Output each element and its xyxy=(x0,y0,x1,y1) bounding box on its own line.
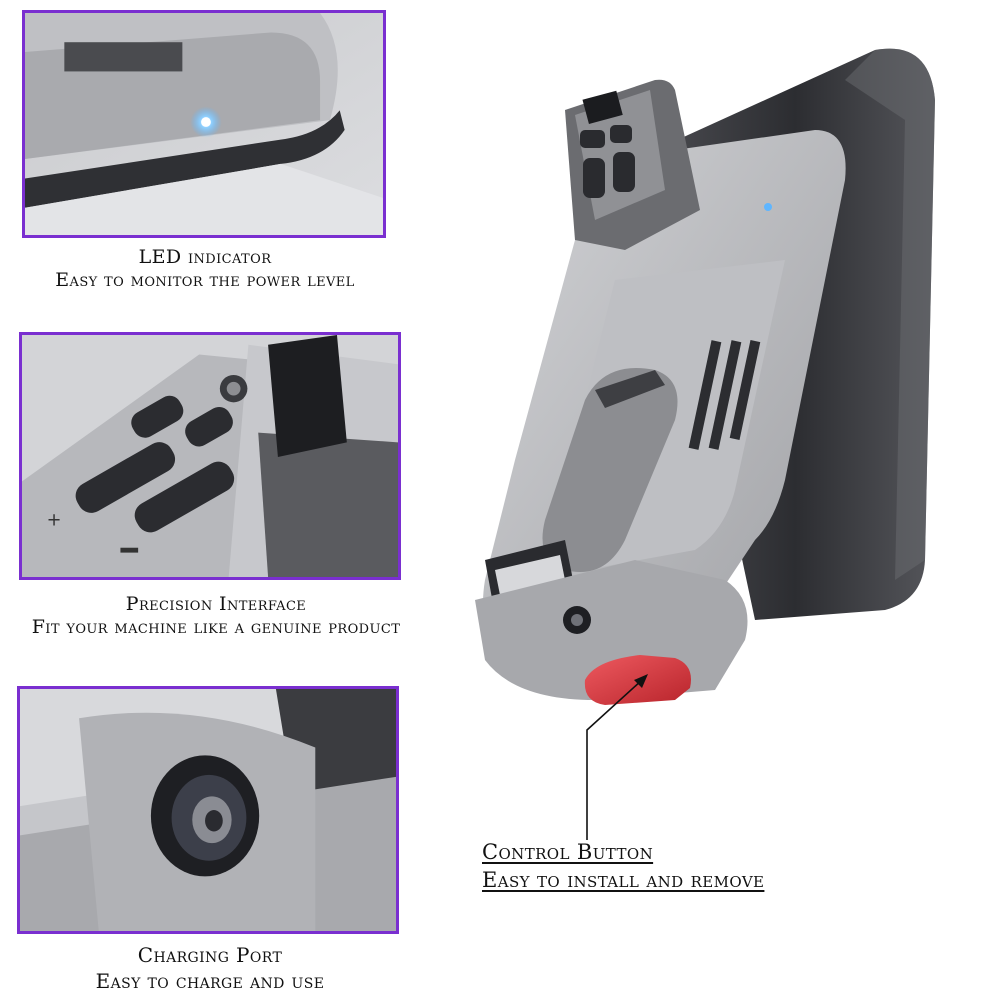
led-closeup-image xyxy=(25,13,383,235)
battery-pack-illustration xyxy=(475,48,935,705)
interface-title: Precision Interface xyxy=(125,593,307,615)
charging-port-closeup xyxy=(17,686,399,934)
port-caption: Charging Port Easy to charge and use xyxy=(0,942,420,994)
svg-text:+: + xyxy=(47,510,62,530)
interface-closeup-image: + xyxy=(22,335,398,577)
led-indicator-closeup xyxy=(22,10,386,238)
charging-port-icon xyxy=(150,755,260,877)
port-subtitle: Easy to charge and use xyxy=(95,969,325,993)
connector-tab-icon xyxy=(268,335,347,457)
control-button-pointer xyxy=(586,674,648,840)
precision-interface-closeup: + xyxy=(19,332,401,580)
port-title: Charging Port xyxy=(137,943,283,967)
control-button-title: Control Button xyxy=(482,840,654,864)
interface-subtitle: Fit your machine like a genuine product xyxy=(31,616,401,638)
control-button-subtitle: Easy to install and remove xyxy=(482,868,765,892)
led-title: LED indicator xyxy=(138,246,272,268)
control-button-caption: Control Button Easy to install and remov… xyxy=(482,838,764,894)
led-caption: LED indicator Easy to monitor the power … xyxy=(0,246,410,292)
port-closeup-image xyxy=(20,689,396,931)
led-dot-icon xyxy=(764,203,772,211)
led-subtitle: Easy to monitor the power level xyxy=(55,269,355,291)
interface-caption: Precision Interface Fit your machine lik… xyxy=(0,593,432,639)
top-connector-icon xyxy=(565,79,700,250)
